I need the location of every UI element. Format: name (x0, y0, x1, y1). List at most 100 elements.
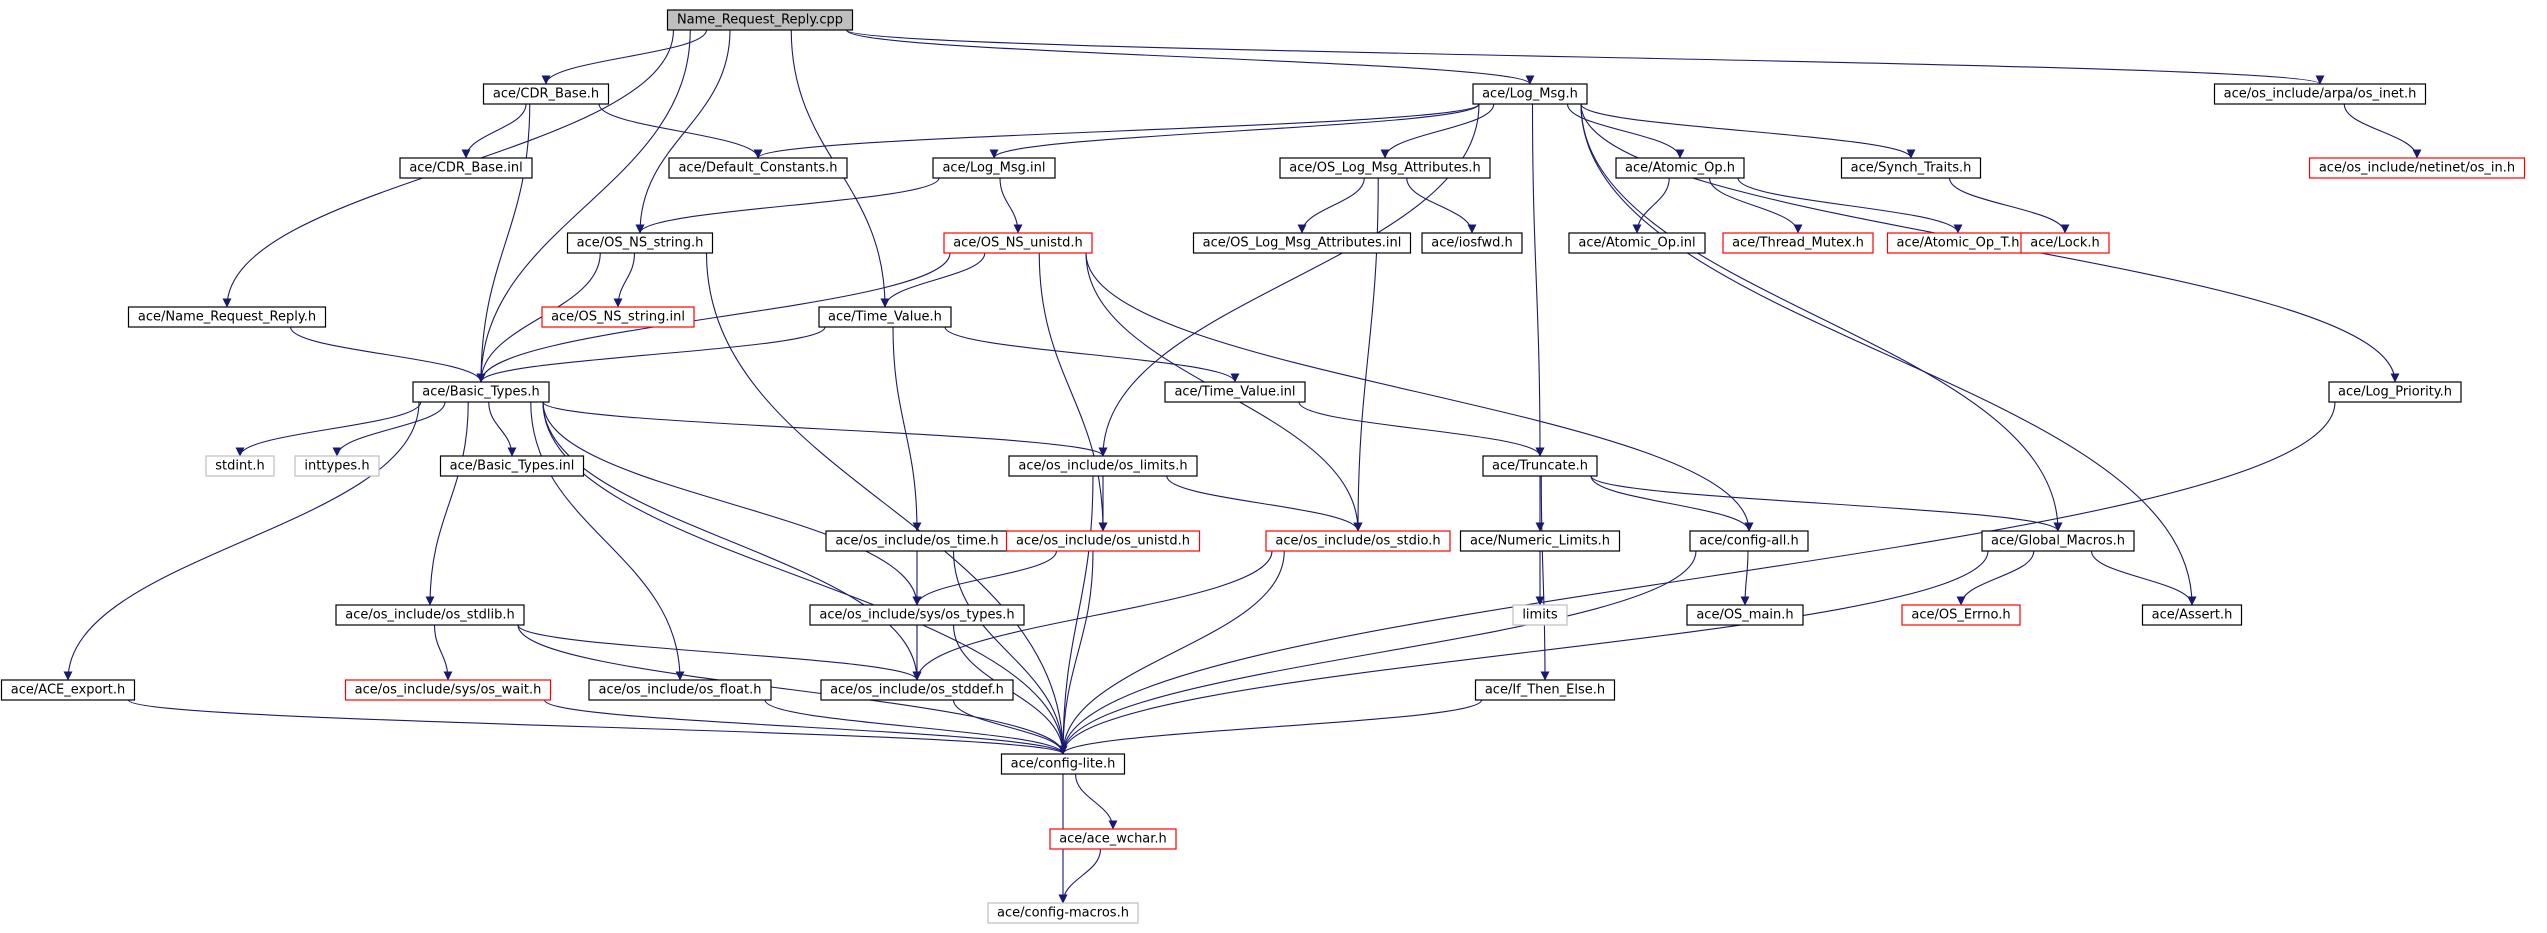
edge-basic-types-to-ace-export (63, 401, 420, 681)
node-ns-string[interactable]: ace/OS_NS_string.h (566, 232, 714, 254)
node-numeric-limits[interactable]: ace/Numeric_Limits.h (1459, 530, 1621, 552)
node-os-inet[interactable]: ace/os_include/arpa/os_inet.h (2213, 83, 2427, 105)
node-limits[interactable]: limits (1512, 604, 1568, 626)
edge-os-limits-to-os-stdio (1166, 475, 1363, 532)
edge-log-inl-to-ns-unistd (999, 177, 1023, 234)
node-os-float[interactable]: ace/os_include/os_float.h (588, 679, 772, 701)
edge-oslma-to-oslma-inl (1297, 177, 1365, 234)
edge-ns-unistd-to-config-all (1085, 252, 1754, 532)
node-label: ace/Numeric_Limits.h (1470, 534, 1610, 549)
node-ns-string-inl[interactable]: ace/OS_NS_string.inl (541, 306, 695, 328)
node-log-inl[interactable]: ace/Log_Msg.inl (932, 157, 1056, 179)
node-synch[interactable]: ace/Synch_Traits.h (1840, 157, 1982, 179)
node-label: ace/OS_NS_string.inl (551, 310, 685, 325)
node-ns-unistd[interactable]: ace/OS_NS_unistd.h (943, 232, 1093, 254)
edge-atomic-to-atomic-inl (1632, 177, 1670, 234)
node-label: ace/os_include/os_float.h (598, 683, 761, 698)
node-lock[interactable]: ace/Lock.h (2020, 232, 2110, 254)
node-ace-wchar[interactable]: ace/ace_wchar.h (1049, 828, 1177, 850)
node-box (1615, 157, 1745, 179)
node-label: ace/config-lite.h (1011, 757, 1116, 772)
edge-cdr-base-to-cdr-inl (461, 103, 527, 159)
edge-time-value-to-basic-types (476, 326, 826, 383)
node-nrr[interactable]: ace/Name_Request_Reply.h (127, 306, 327, 328)
node-basic-inl[interactable]: ace/Basic_Types.inl (439, 455, 585, 477)
node-label: ace/Basic_Types.h (422, 385, 539, 400)
node-box (412, 381, 550, 403)
edge-truncate-to-if-then-else (1540, 475, 1550, 681)
node-box (1689, 530, 1809, 552)
node-box (2020, 232, 2110, 254)
node-config-all[interactable]: ace/config-all.h (1689, 530, 1809, 552)
edge-ns-unistd-to-os-unistd (1038, 252, 1108, 532)
node-thread-mutex[interactable]: ace/Thread_Mutex.h (1722, 232, 1874, 254)
node-log-msg[interactable]: ace/Log_Msg.h (1472, 83, 1588, 105)
node-atomic-inl[interactable]: ace/Atomic_Op.inl (1568, 232, 1706, 254)
node-os-wait[interactable]: ace/os_include/sys/os_wait.h (344, 679, 552, 701)
node-inttypes[interactable]: inttypes.h (294, 455, 380, 477)
node-box (1164, 381, 1306, 403)
node-atomic-t[interactable]: ace/Atomic_Op_T.h (1886, 232, 2030, 254)
node-label: ace/ace_wchar.h (1059, 832, 1167, 847)
node-sys-types[interactable]: ace/os_include/sys/os_types.h (809, 604, 1025, 626)
node-os-unistd[interactable]: ace/os_include/os_unistd.h (1005, 530, 1201, 552)
node-config-macros[interactable]: ace/config-macros.h (987, 902, 1139, 924)
node-label: ace/Synch_Traits.h (1851, 161, 1972, 176)
node-label: ace/Time_Value.h (828, 310, 942, 325)
edge-atomic-to-atomic-t (1737, 177, 1963, 234)
node-time-inl[interactable]: ace/Time_Value.inl (1164, 381, 1306, 403)
node-ace-export[interactable]: ace/ACE_export.h (0, 679, 136, 701)
node-oslma[interactable]: ace/OS_Log_Msg_Attributes.h (1279, 157, 1491, 179)
node-os-in[interactable]: ace/os_include/netinet/os_in.h (2308, 157, 2526, 179)
node-assert[interactable]: ace/Assert.h (2141, 604, 2243, 626)
node-os-stdio[interactable]: ace/os_include/os_stdio.h (1265, 530, 1451, 552)
node-box (588, 679, 772, 701)
node-os-errno[interactable]: ace/OS_Errno.h (1901, 604, 2021, 626)
node-cdr-inl[interactable]: ace/CDR_Base.inl (399, 157, 533, 179)
node-os-stdlib[interactable]: ace/os_include/os_stdlib.h (335, 604, 525, 626)
node-global-macros[interactable]: ace/Global_Macros.h (1981, 530, 2135, 552)
node-box (1840, 157, 1982, 179)
node-box (987, 902, 1139, 924)
node-box (1474, 679, 1616, 701)
node-def-const[interactable]: ace/Default_Constants.h (668, 157, 848, 179)
node-cdr-base[interactable]: ace/CDR_Base.h (482, 83, 610, 105)
node-iosfwd[interactable]: ace/iosfwd.h (1421, 232, 1523, 254)
node-os-limits[interactable]: ace/os_include/os_limits.h (1008, 455, 1198, 477)
node-truncate[interactable]: ace/Truncate.h (1482, 455, 1598, 477)
edge-basic-types-to-stdint (235, 401, 422, 457)
edge-os-wait-to-config-lite (543, 699, 1068, 755)
edge-nrr-to-basic-types (289, 326, 486, 383)
edge-root-to-cdr-base (541, 29, 708, 85)
node-root[interactable]: Name_Request_Reply.cpp (666, 9, 854, 31)
node-oslma-inl[interactable]: ace/OS_Log_Msg_Attributes.inl (1192, 232, 1412, 254)
node-if-then-else[interactable]: ace/If_Then_Else.h (1474, 679, 1616, 701)
edge-basic-types-to-sys-types (542, 401, 922, 606)
node-os-stddef[interactable]: ace/os_include/os_stddef.h (820, 679, 1014, 701)
node-box (809, 604, 1025, 626)
node-label: ace/iosfwd.h (1431, 236, 1512, 251)
node-os-time[interactable]: ace/os_include/os_time.h (825, 530, 1009, 552)
node-label: ace/Atomic_Op_T.h (1897, 236, 2020, 251)
node-box (1008, 455, 1198, 477)
node-log-priority[interactable]: ace/Log_Priority.h (2328, 381, 2462, 403)
node-time-value[interactable]: ace/Time_Value.h (818, 306, 952, 328)
node-label: ace/os_include/os_time.h (835, 534, 998, 549)
edge-ace-export-to-config-lite (127, 699, 1068, 755)
node-label: ace/Default_Constants.h (678, 161, 837, 176)
node-box (668, 157, 848, 179)
node-stdint[interactable]: stdint.h (205, 455, 275, 477)
node-label: ace/If_Then_Else.h (1485, 683, 1605, 698)
node-label: ace/Thread_Mutex.h (1732, 236, 1864, 251)
node-label: Name_Request_Reply.cpp (677, 13, 843, 28)
node-label: ace/ACE_export.h (11, 683, 125, 698)
node-box (0, 679, 136, 701)
node-label: ace/Global_Macros.h (1991, 534, 2125, 549)
edge-os-stdio-to-os-stddef (912, 550, 1273, 681)
node-os-main[interactable]: ace/OS_main.h (1686, 604, 1804, 626)
edge-global-macros-to-config-lite (1058, 550, 1989, 755)
node-config-lite[interactable]: ace/config-lite.h (1000, 753, 1126, 775)
node-basic-types[interactable]: ace/Basic_Types.h (412, 381, 550, 403)
edge-ns-string-to-ns-string-inl (613, 252, 636, 308)
node-atomic[interactable]: ace/Atomic_Op.h (1615, 157, 1745, 179)
